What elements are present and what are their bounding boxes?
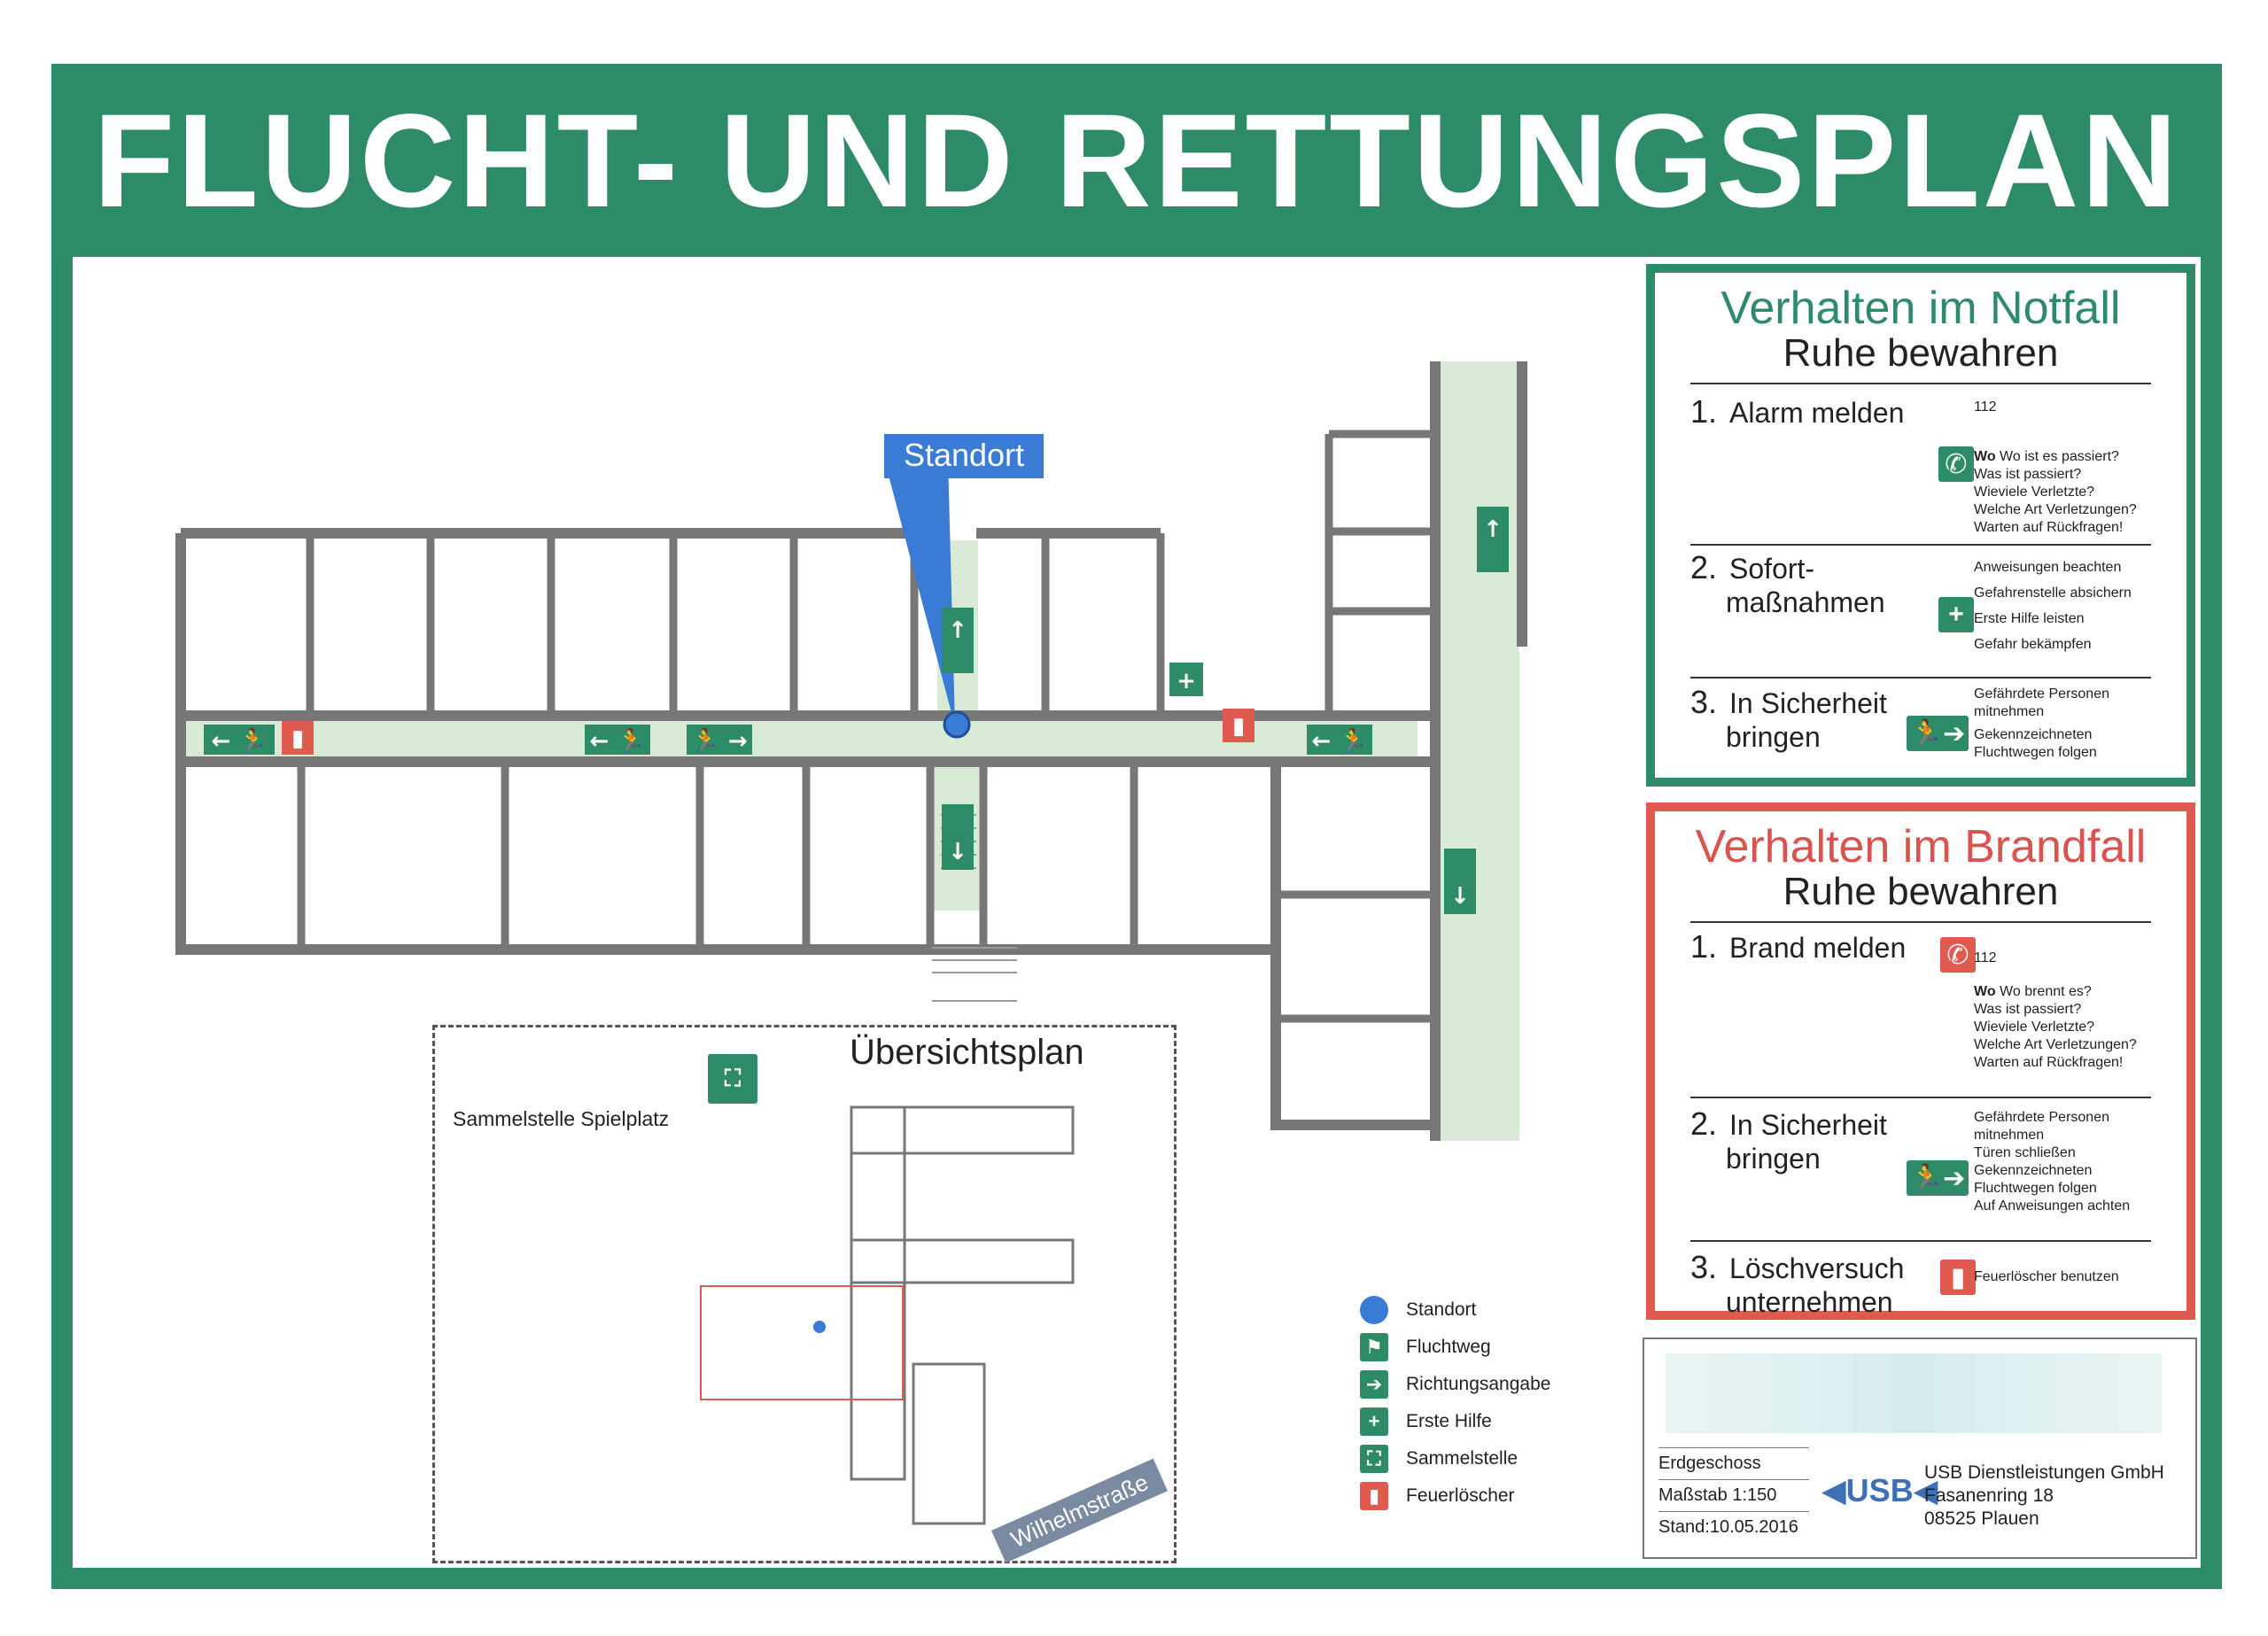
escape-route-icon: 🏃➔: [1907, 716, 1969, 751]
fire-step-2-notes: Gefährdete Personen mitnehmen Türen schl…: [1974, 1110, 2131, 1213]
legend: Standort ⚑Fluchtweg ➔Richtungsangabe +Er…: [1360, 1291, 1550, 1515]
legend-item: ⛶Sammelstelle: [1360, 1440, 1550, 1477]
main-corridor: [186, 716, 1418, 760]
fire-step-1-questions: Wo Wo brennt es? Was ist passiert? Wievi…: [1974, 984, 2137, 1070]
overview-map: [700, 1105, 1075, 1525]
legend-item: Standort: [1360, 1291, 1550, 1329]
wall-right-corridor: [1430, 361, 1527, 1141]
standort-pointer: [884, 459, 955, 726]
fire-step-1: 1.Brand melden: [1690, 928, 1907, 965]
emergency-step-1-phone: 112: [1974, 399, 1997, 415]
assembly-point-icon: ⛶: [1360, 1445, 1388, 1473]
overview-plan: Übersichtsplan ⛶ Sammelstelle Spielplatz…: [432, 1025, 1177, 1563]
first-aid-sign: [1169, 663, 1203, 696]
fire-extinguisher-icon: ▮: [1940, 1260, 1976, 1295]
assembly-point-icon: ⛶: [708, 1054, 757, 1104]
title-block: Erdgeschoss Maßstab 1:150 Stand:10.05.20…: [1643, 1337, 2197, 1559]
fire-subtitle: Ruhe bewahren: [1783, 870, 2059, 913]
first-aid-icon: +: [1360, 1407, 1388, 1436]
svg-text:↑: ↑: [1483, 516, 1503, 543]
emergency-title: Verhalten im Notfall: [1720, 283, 2121, 334]
fire-alarm-icon: ✆: [1940, 937, 1976, 973]
legend-item: ➔Richtungsangabe: [1360, 1366, 1550, 1403]
escape-sign-mid2: [687, 725, 752, 755]
escape-sign-vert-down: [1444, 849, 1476, 914]
floor-plan: Standort ← 🏃 ▮ ← 🏃 🏃 → ↑ ↓ + ▮ ← 🏃 ↑ ↓: [175, 361, 1527, 1141]
legend-item: +Erste Hilfe: [1360, 1403, 1550, 1440]
room-divider: [306, 533, 1165, 716]
emergency-step-1: 1.Alarm melden: [1690, 393, 1905, 430]
usb-logo: ◀USB◀: [1821, 1472, 1938, 1508]
escape-sign-stair-up: [942, 608, 974, 673]
standort-label: Standort: [904, 437, 1024, 473]
extinguisher-sign: [282, 721, 314, 755]
legend-item: ⚑Fluchtweg: [1360, 1329, 1550, 1366]
svg-text:← 🏃: ← 🏃: [1311, 727, 1367, 755]
current-building-highlight: [700, 1285, 904, 1400]
company-name: USB Dienstleistungen GmbH: [1924, 1462, 2164, 1483]
first-aid-icon: +: [1938, 597, 1974, 632]
escape-route-icon: ⚑: [1360, 1333, 1388, 1361]
svg-text:↓: ↓: [948, 839, 967, 865]
emergency-step-1-questions: Wo Wo ist es passiert? Was ist passiert?…: [1974, 449, 2137, 535]
extinguisher-sign-2: [1223, 709, 1254, 742]
company-address: USB Dienstleistungen GmbH Fasanenring 18…: [1924, 1462, 2164, 1531]
svg-text:▮: ▮: [1232, 713, 1245, 740]
emergency-panel: Verhalten im Notfall Ruhe bewahren 1.Ala…: [1646, 264, 2195, 787]
emergency-subtitle: Ruhe bewahren: [1783, 331, 2059, 375]
overview-standort-dot: [813, 1321, 826, 1333]
phone-icon: ✆: [1938, 446, 1974, 482]
svg-text:+: +: [1177, 668, 1196, 694]
wall-right-bldg: [1270, 762, 1435, 1130]
svg-text:↑: ↑: [948, 617, 967, 644]
room-divider: [297, 762, 1138, 950]
standort-label-box: [884, 434, 1044, 478]
floor-label: Erdgeschoss: [1658, 1447, 1809, 1474]
fire-step-1-phone: 112: [1974, 950, 1997, 965]
escape-sign-right: [1307, 725, 1372, 755]
page-title: FLUCHT- UND RETTUNGSPLAN: [93, 85, 2180, 235]
redacted-area: [1666, 1353, 2162, 1433]
company-city: 08525 Plauen: [1924, 1508, 2039, 1529]
stairs-entrance: [932, 947, 1017, 1002]
escape-sign-vert-up: [1477, 507, 1509, 572]
svg-text:▮: ▮: [291, 725, 304, 752]
assembly-point-label: Sammelstelle Spielplatz: [453, 1107, 670, 1130]
location-dot-icon: [1360, 1296, 1388, 1324]
room-divider: [1324, 430, 1435, 716]
standort-dot: [943, 710, 971, 739]
svg-text:↓: ↓: [1450, 883, 1470, 910]
escape-sign-mid1: [585, 725, 650, 755]
svg-text:← 🏃: ← 🏃: [211, 727, 267, 755]
direction-arrow-icon: ➔: [1360, 1370, 1388, 1399]
svg-text:🏃 →: 🏃 →: [691, 727, 747, 755]
fire-panel: Verhalten im Brandfall Ruhe bewahren 1.B…: [1646, 802, 2195, 1320]
emergency-step-2-notes: Anweisungen beachten Gefahrenstelle absi…: [1974, 560, 2132, 652]
company-street: Fasanenring 18: [1924, 1485, 2054, 1506]
overview-title: Übersichtsplan: [850, 1033, 1084, 1072]
escape-sign-left: [204, 725, 275, 755]
scale-label: Maßstab 1:150: [1658, 1479, 1809, 1506]
fire-step-3-notes: Feuerlöscher benutzen: [1974, 1269, 2119, 1284]
svg-text:← 🏃: ← 🏃: [589, 727, 645, 755]
emergency-step-2: 2.Sofort-maßnahmen: [1690, 549, 1885, 618]
emergency-step-3-notes: Gefährdete Personen mitnehmen Gekennzeic…: [1974, 686, 2109, 760]
fire-extinguisher-icon: ▮: [1360, 1482, 1388, 1510]
title-banner: FLUCHT- UND RETTUNGSPLAN: [51, 64, 2222, 257]
legend-item: ▮Feuerlöscher: [1360, 1477, 1550, 1515]
vertical-corridor-right: [1435, 361, 1519, 1141]
fire-title: Verhalten im Brandfall: [1695, 821, 2147, 872]
escape-sign-stair-down: [942, 804, 974, 870]
room-divider: [1276, 890, 1435, 1023]
date-label: Stand:10.05.2016: [1658, 1511, 1809, 1538]
escape-route-icon: 🏃➔: [1907, 1160, 1969, 1196]
